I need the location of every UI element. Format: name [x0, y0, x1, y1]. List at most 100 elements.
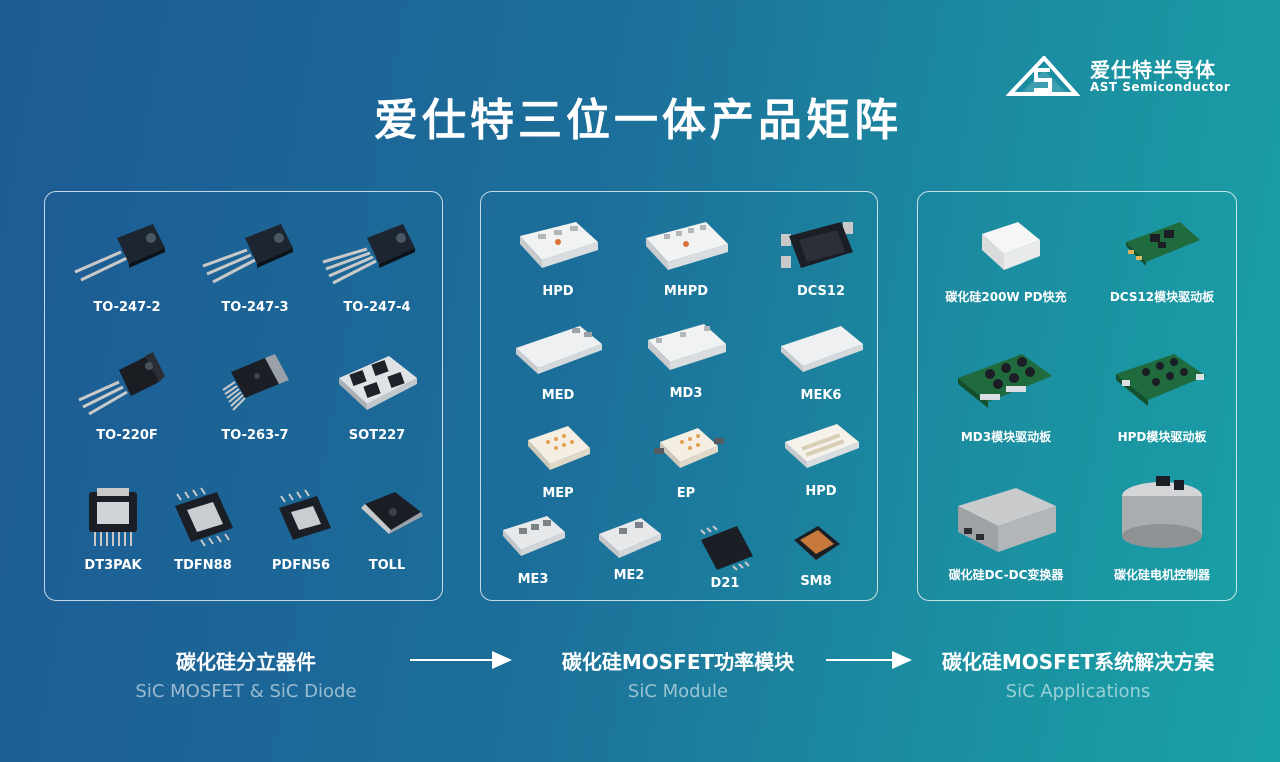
product-label: HPD	[542, 284, 574, 299]
product-label: 碳化硅200W PD快充	[945, 290, 1067, 304]
product-label: TOLL	[368, 558, 406, 573]
pdfn56-package-icon	[279, 489, 331, 540]
product-label: 碳化硅电机控制器	[1113, 568, 1210, 582]
to247-3-package-icon	[202, 224, 293, 284]
category-discrete: 碳化硅分立器件 SiC MOSFET & SiC Diode	[96, 646, 396, 702]
to220f-package-icon	[78, 352, 165, 416]
category-subtitle: SiC Applications	[1005, 681, 1151, 702]
product-label: HPD	[805, 484, 837, 499]
product-label: MHPD	[663, 284, 709, 299]
product-mhpd[interactable]: MHPD	[626, 212, 746, 312]
product-label: SOT227	[348, 428, 406, 443]
mek6-module-icon	[781, 326, 863, 372]
arrow-right-icon	[826, 651, 912, 669]
product-label: ME2	[613, 568, 645, 583]
product-label: 碳化硅DC-DC变换器	[948, 568, 1064, 582]
product-pdfn56[interactable]: PDFN56	[241, 480, 361, 580]
category-subtitle: SiC Module	[627, 681, 729, 702]
product-me3[interactable]: ME3	[473, 504, 593, 604]
product-label: MEP	[542, 486, 574, 501]
driver-board-icon	[1116, 354, 1206, 406]
product-to247-3[interactable]: TO-247-3	[195, 214, 315, 315]
product-label: DT3PAK	[84, 558, 142, 573]
brand-logo: 爱仕特半导体 AST Semiconductor	[1006, 52, 1232, 100]
hpd-module-icon	[785, 424, 859, 468]
product-ep[interactable]: EP	[626, 414, 746, 514]
product-md3-driver[interactable]: MD3模块驱动板	[946, 344, 1066, 444]
product-label: TO-247-3	[221, 300, 289, 315]
product-label: TO-263-7	[221, 428, 289, 443]
to247-2-package-icon	[74, 224, 165, 282]
product-md3[interactable]: MD3	[626, 312, 746, 412]
product-to247-4[interactable]: TO-247-4	[317, 214, 437, 315]
product-dcs12[interactable]: DCS12	[761, 212, 881, 312]
product-dt3pak[interactable]: DT3PAK	[53, 480, 173, 580]
category-title: 碳化硅分立器件	[176, 650, 316, 674]
product-label: MEK6	[800, 388, 842, 403]
me3-module-icon	[503, 516, 565, 556]
sm8-module-icon	[794, 526, 840, 560]
to247-4-package-icon	[322, 224, 415, 285]
product-dcdc-converter[interactable]: 碳化硅DC-DC变换器	[946, 482, 1066, 582]
product-motor-controller[interactable]: 碳化硅电机控制器	[1102, 476, 1222, 582]
product-to263-7[interactable]: TO-263-7	[195, 342, 315, 443]
arrow-right-icon	[410, 651, 512, 669]
mhpd-module-icon	[646, 222, 728, 270]
driver-board-icon	[1126, 222, 1200, 266]
product-hpd[interactable]: HPD	[498, 212, 618, 312]
product-d21[interactable]: D21	[665, 510, 785, 610]
product-label: MED	[541, 388, 575, 403]
product-hpd-driver[interactable]: HPD模块驱动板	[1102, 344, 1222, 444]
category-subtitle: SiC MOSFET & SiC Diode	[135, 681, 357, 702]
product-mep[interactable]: MEP	[498, 414, 618, 514]
system-solutions-panel: 碳化硅200W PD快充 DCS12模块驱动板 MD3模块驱动板 HPD模块驱动…	[917, 191, 1237, 601]
product-to220f[interactable]: TO-220F	[67, 342, 187, 443]
discrete-devices-panel: TO-247-2 TO-247-3 TO-247-4	[44, 191, 443, 601]
product-sot227[interactable]: SOT227	[317, 342, 437, 443]
product-label: EP	[676, 486, 696, 501]
product-label: MD3模块驱动板	[960, 430, 1052, 444]
product-label: DCS12模块驱动板	[1109, 290, 1215, 304]
product-hpd-2[interactable]: HPD	[761, 412, 881, 512]
tdfn88-package-icon	[175, 487, 233, 547]
product-label: ME3	[517, 572, 549, 587]
product-me2[interactable]: ME2	[569, 504, 689, 604]
product-label: HPD模块驱动板	[1117, 430, 1207, 444]
ast-logo-icon	[1006, 56, 1080, 96]
product-label: TDFN88	[174, 558, 232, 573]
product-label: DCS12	[796, 284, 846, 299]
md3-module-icon	[648, 324, 726, 370]
page-title: 爱仕特三位一体产品矩阵	[374, 95, 902, 146]
category-title: 碳化硅MOSFET系统解决方案	[941, 650, 1215, 674]
pd-charger-icon	[982, 222, 1040, 270]
category-module: 碳化硅MOSFET功率模块 SiC Module	[528, 646, 828, 702]
product-label: TO-220F	[96, 428, 158, 443]
ep-module-icon	[654, 428, 724, 468]
product-toll[interactable]: TOLL	[327, 480, 447, 580]
motor-controller-icon	[1122, 476, 1202, 548]
category-title: 碳化硅MOSFET功率模块	[561, 650, 795, 674]
toll-package-icon	[361, 492, 423, 534]
product-label: SM8	[800, 574, 832, 589]
med-module-icon	[516, 326, 602, 374]
product-pd-charger[interactable]: 碳化硅200W PD快充	[945, 212, 1067, 312]
to263-7-package-icon	[222, 354, 289, 411]
dt3pak-package-icon	[89, 488, 137, 546]
product-med[interactable]: MED	[498, 314, 618, 414]
product-dcs12-driver[interactable]: DCS12模块驱动板	[1102, 210, 1222, 310]
d21-module-icon	[700, 525, 753, 571]
me2-module-icon	[599, 518, 661, 558]
brand-name-cn: 爱仕特半导体	[1090, 58, 1216, 82]
brand-name-en: AST Semiconductor	[1090, 80, 1231, 94]
product-mek6[interactable]: MEK6	[761, 314, 881, 414]
product-to247-2[interactable]: TO-247-2	[67, 214, 187, 315]
product-sm8[interactable]: SM8	[756, 510, 876, 610]
dcdc-converter-icon	[958, 488, 1056, 552]
product-tdfn88[interactable]: TDFN88	[143, 480, 263, 580]
product-label: MD3	[669, 386, 703, 401]
sot227-package-icon	[339, 356, 417, 410]
product-label: TO-247-2	[93, 300, 161, 315]
mep-module-icon	[528, 426, 590, 470]
product-label: TO-247-4	[343, 300, 411, 315]
product-label: D21	[710, 576, 740, 591]
